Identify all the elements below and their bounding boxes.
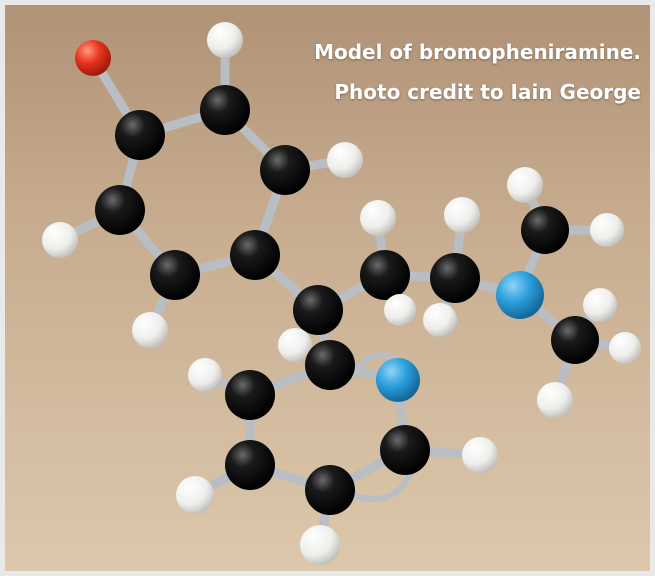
carbon-atom xyxy=(225,370,275,420)
hydrogen-atom xyxy=(537,382,573,418)
hydrogen-atom xyxy=(444,197,480,233)
hydrogen-atom xyxy=(507,167,543,203)
hydrogen-atom xyxy=(188,358,222,392)
atoms xyxy=(42,22,641,565)
hydrogen-atom xyxy=(423,303,457,337)
nitrogen-atom xyxy=(496,271,544,319)
caption-line-2: Photo credit to Iain George xyxy=(334,80,641,104)
caption-line-1: Model of bromopheniramine. xyxy=(314,40,641,64)
bromine-atom xyxy=(75,40,111,76)
carbon-atom xyxy=(360,250,410,300)
carbon-atom xyxy=(305,465,355,515)
photo-caption: Model of bromopheniramine. Photo credit … xyxy=(314,32,641,112)
hydrogen-atom xyxy=(42,222,78,258)
carbon-atom xyxy=(551,316,599,364)
hydrogen-atom xyxy=(590,213,624,247)
hydrogen-atom xyxy=(327,142,363,178)
bond-arc xyxy=(352,352,398,378)
hydrogen-atom xyxy=(132,312,168,348)
carbon-atom xyxy=(150,250,200,300)
carbon-atom xyxy=(305,340,355,390)
hydrogen-atom xyxy=(176,476,214,514)
carbon-atom xyxy=(95,185,145,235)
carbon-atom xyxy=(225,440,275,490)
carbon-atom xyxy=(380,425,430,475)
hydrogen-atom xyxy=(384,294,416,326)
carbon-atom xyxy=(430,253,480,303)
hydrogen-atom xyxy=(462,437,498,473)
carbon-atom xyxy=(200,85,250,135)
bond-arc xyxy=(349,467,415,503)
carbon-atom xyxy=(115,110,165,160)
hydrogen-atom xyxy=(360,200,396,236)
carbon-atom xyxy=(293,285,343,335)
nitrogen-atom xyxy=(376,358,420,402)
carbon-atom xyxy=(260,145,310,195)
hydrogen-atom xyxy=(278,328,312,362)
hydrogen-atom xyxy=(583,288,617,322)
hydrogen-atom xyxy=(300,525,340,565)
hydrogen-atom xyxy=(609,332,641,364)
carbon-atom xyxy=(521,206,569,254)
carbon-atom xyxy=(230,230,280,280)
hydrogen-atom xyxy=(207,22,243,58)
